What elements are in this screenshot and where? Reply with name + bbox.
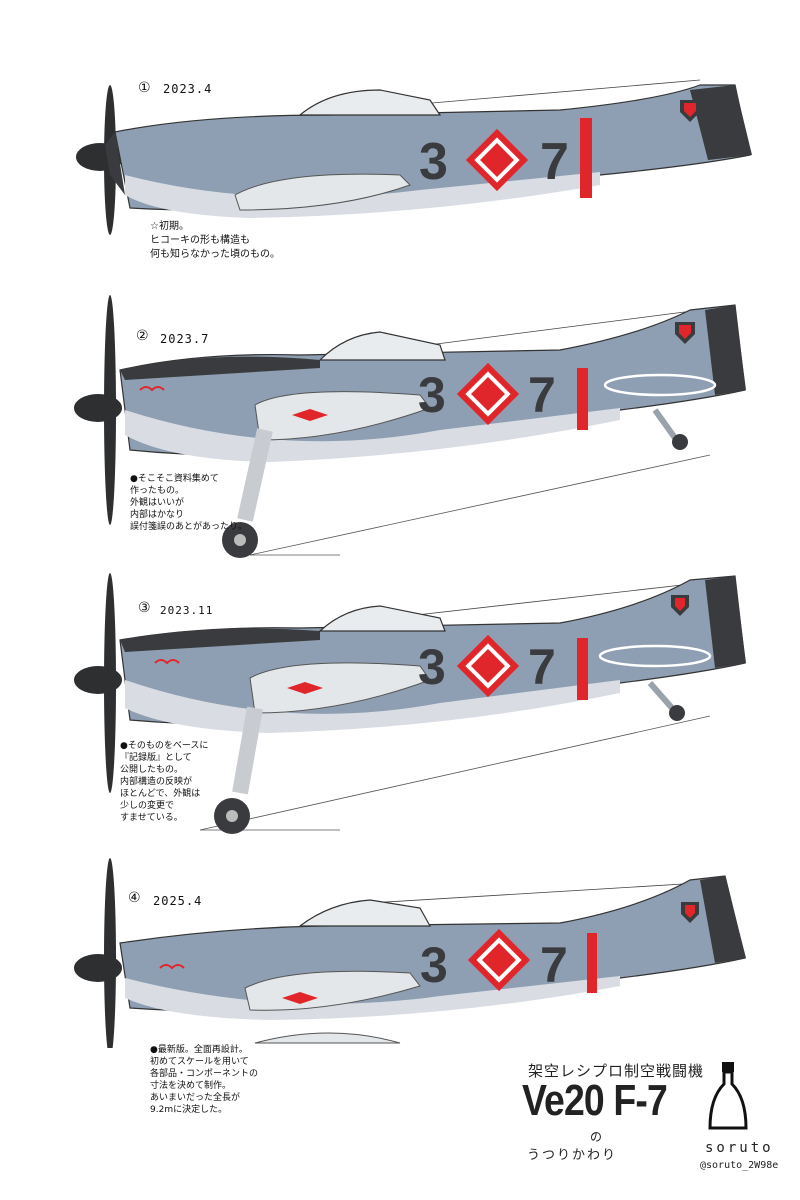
aircraft-drawing-1	[76, 79, 752, 235]
aircraft-drawing-2	[74, 295, 746, 558]
aircraft-drawing-4	[74, 858, 746, 1048]
version-index-1: ①	[138, 80, 151, 96]
code-right-4: 7	[540, 937, 568, 993]
version-index-2: ②	[136, 328, 149, 344]
plane-version-4: ④ 2025.4 3 7	[0, 848, 800, 1048]
version-note-1: ☆初期。 ヒコーキの形も構造も 何も知らなかった頃のもの。	[150, 221, 280, 260]
plane-version-2: ② 2023.7	[0, 290, 800, 565]
aircraft-drawing-3	[74, 573, 746, 834]
plane-version-3: ③ 2023.11 3 7	[0, 568, 800, 843]
code-right-2: 7	[528, 367, 556, 423]
title-particle: の	[590, 1130, 603, 1144]
version-index-3: ③	[138, 600, 151, 616]
brand-handle: @soruto_2W98e	[700, 1160, 779, 1171]
code-left-2: 3	[418, 367, 446, 423]
title-main: Ve20 F-7	[522, 1076, 668, 1125]
version-note-2: ●そこそこ資料集めて 作ったもの。 外観はいいが 内部はかなり 誤付箋誤のあとが…	[130, 474, 247, 532]
version-note-4: ●最新版。全面再設計。 初めてスケールを用いて 各部品・コンポーネントの 寸法を…	[150, 1045, 259, 1115]
version-date-3: 2023.11	[160, 604, 214, 617]
code-left-3: 3	[418, 639, 446, 695]
plane-version-1: ① 2023.4 3 7 ☆初期。 ヒコーキの形	[0, 60, 800, 290]
code-right-1: 7	[540, 133, 569, 191]
code-left-4: 3	[420, 937, 448, 993]
version-date-4: 2025.4	[153, 894, 203, 908]
propeller-icon	[74, 573, 122, 793]
propeller-icon	[74, 295, 122, 525]
version-date-1: 2023.4	[163, 82, 213, 96]
version-note-3: ●そのものをベースに 『記録版』として 公開したもの。 内部構造の反映が ほとん…	[120, 741, 209, 823]
version-index-4: ④	[128, 890, 141, 906]
code-left-1: 3	[419, 133, 448, 191]
title-japanese: 架空レシプロ制空戦闘機	[528, 1062, 705, 1080]
bottle-logo-icon	[708, 1062, 748, 1130]
propeller-icon	[74, 858, 122, 1048]
code-right-3: 7	[528, 639, 556, 695]
brand-name: soruto	[705, 1140, 774, 1156]
title-subtitle: うつりかわり	[527, 1148, 618, 1163]
version-date-2: 2023.7	[160, 332, 210, 346]
